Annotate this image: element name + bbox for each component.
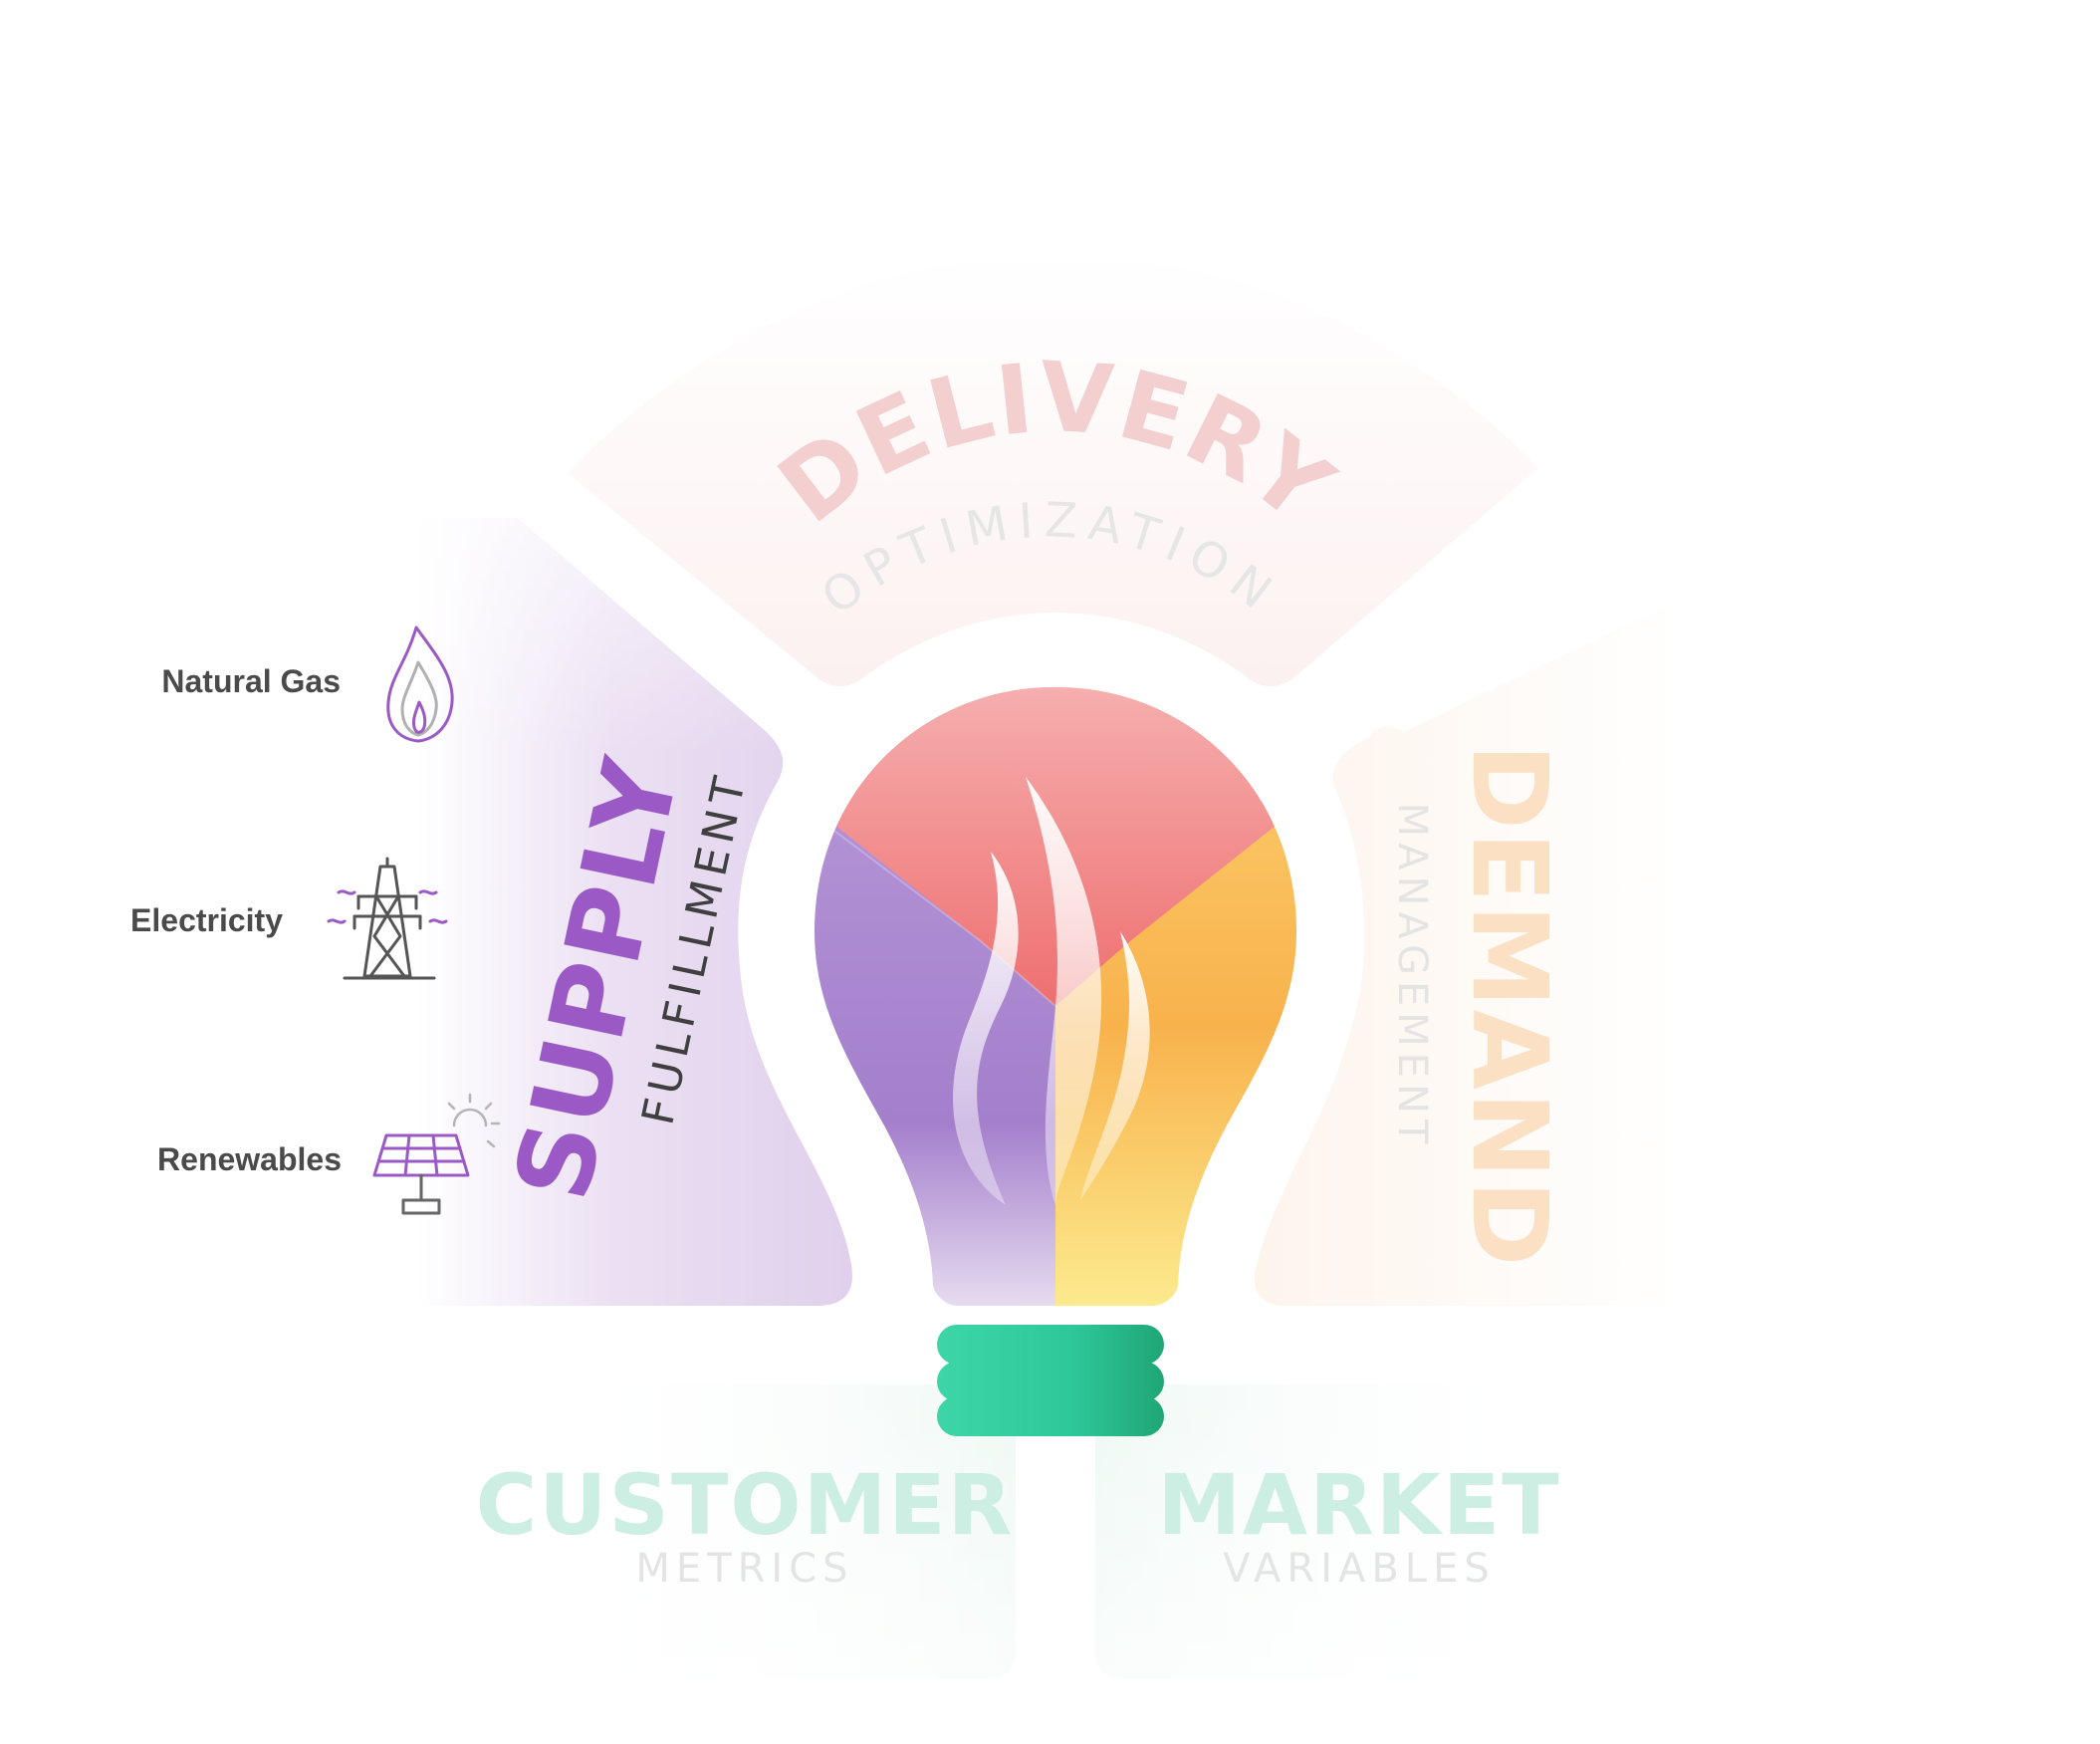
demand-title: DEMAND [1449, 744, 1570, 1269]
market-title: MARKET [1157, 1456, 1560, 1554]
customer-title: CUSTOMER [476, 1456, 1015, 1554]
transmission-tower-icon [327, 857, 448, 980]
demand-band [1254, 598, 1683, 1306]
bulb-base [937, 1325, 1164, 1436]
source-renewables-label: Renewables [157, 1141, 342, 1177]
market-subtitle: VARIABLES [1223, 1546, 1496, 1592]
flame-icon [386, 625, 454, 743]
source-electricity-label: Electricity [130, 902, 283, 938]
source-natural-gas-label: Natural Gas [161, 663, 341, 699]
light-bulb [815, 687, 1296, 1436]
demand-subtitle: MANAGEMENT [1389, 803, 1435, 1150]
customer-subtitle: METRICS [635, 1546, 853, 1592]
delivery-band [568, 254, 1538, 687]
flame-icon [953, 777, 1150, 1205]
solar-panel-icon [372, 1093, 501, 1215]
